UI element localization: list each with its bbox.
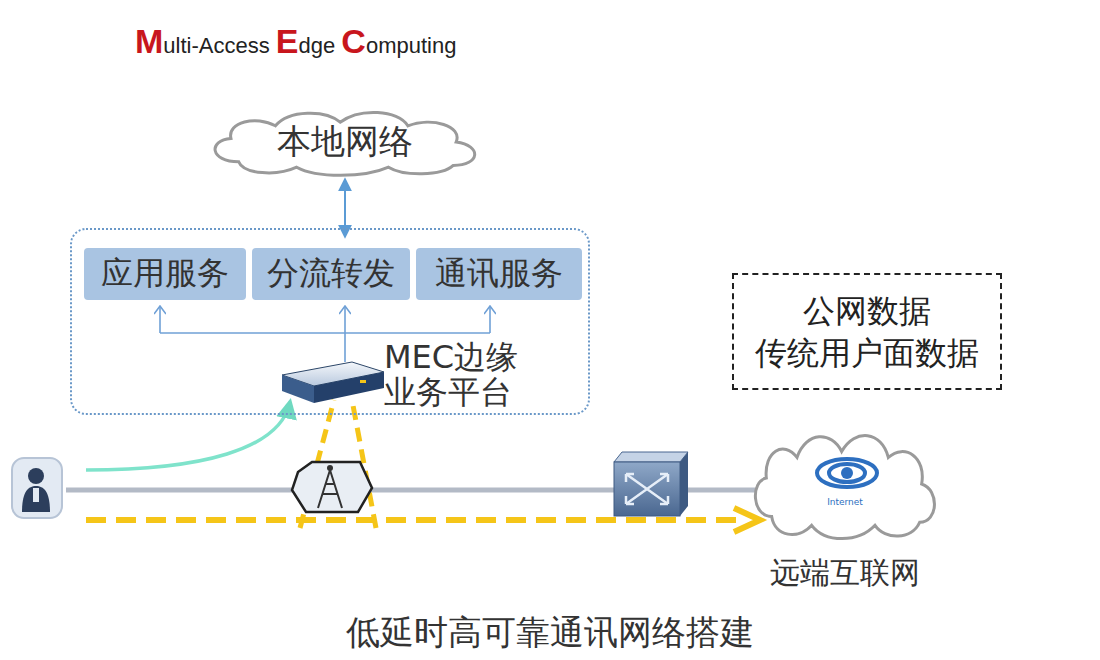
service-box: 应用服务 [84, 248, 246, 300]
public-data-arrowhead [734, 508, 760, 532]
public-data-path [86, 517, 738, 523]
branch-line [344, 306, 346, 362]
branch-line [159, 306, 161, 333]
service-label: 分流转发 [267, 252, 395, 296]
service-label: 通讯服务 [435, 252, 563, 296]
service-label: 应用服务 [101, 252, 229, 296]
platform-label: MEC边缘 业务平台 [384, 340, 574, 410]
note-text: 公网数据 传统用户面数据 [742, 290, 992, 374]
internet-cloud: Internet 远端互联网 [745, 425, 945, 593]
title-initial: E [276, 22, 299, 60]
cloud-shape [745, 425, 945, 543]
local-data-path [86, 402, 290, 470]
service-box: 通讯服务 [416, 248, 582, 300]
note-box: 公网数据 传统用户面数据 [732, 273, 1002, 390]
server-icon [282, 362, 384, 403]
cloud-node: 本地网络 [200, 106, 490, 178]
title-initial: C [341, 22, 366, 60]
cloud-label: 本地网络 [277, 119, 413, 165]
platform-region: MEC边缘 业务平台 应用服务分流转发通讯服务 [70, 228, 590, 415]
service-box: 分流转发 [252, 248, 410, 300]
internet-globe-icon [807, 451, 887, 501]
title-initial: M [135, 22, 163, 60]
user-icon [12, 458, 62, 518]
switch-icon [614, 452, 688, 516]
branch-line [489, 306, 491, 333]
cloud-label: 远端互联网 [745, 553, 945, 594]
title: Multi-Access Edge Computing [135, 22, 456, 61]
branch-line [160, 332, 490, 334]
caption: 低延时高可靠通讯网络搭建 [0, 610, 1100, 656]
icon-caption: Internet [745, 497, 945, 507]
base-station-icon [292, 462, 372, 512]
